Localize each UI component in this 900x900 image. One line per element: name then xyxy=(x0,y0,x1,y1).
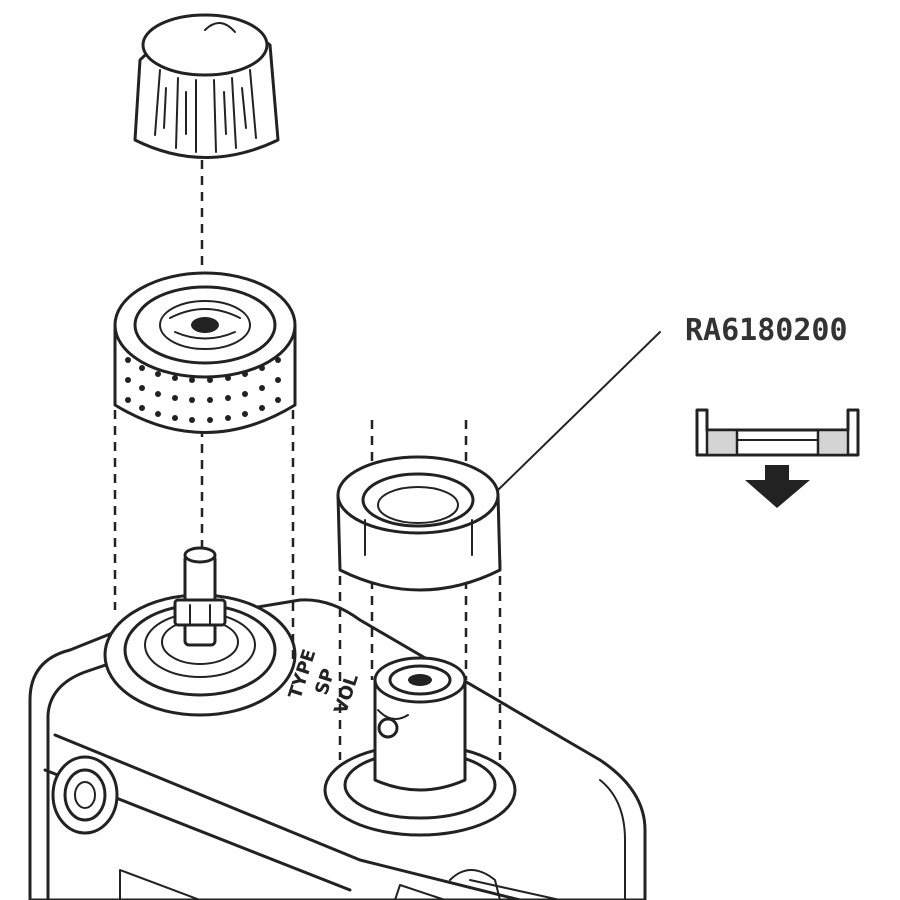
part-number-label: RA6180200 xyxy=(685,313,848,348)
knob-mount xyxy=(103,546,297,717)
knurl-pattern xyxy=(125,357,281,423)
knurled-collar-icon xyxy=(113,271,297,434)
side-jack xyxy=(51,755,119,835)
volume-knob-icon xyxy=(133,13,280,159)
ring-cross-section-icon xyxy=(695,408,860,457)
down-arrow-icon xyxy=(745,465,810,508)
antenna-ring-icon xyxy=(336,455,502,592)
leader-line xyxy=(497,331,661,491)
antenna-connector xyxy=(323,656,517,837)
